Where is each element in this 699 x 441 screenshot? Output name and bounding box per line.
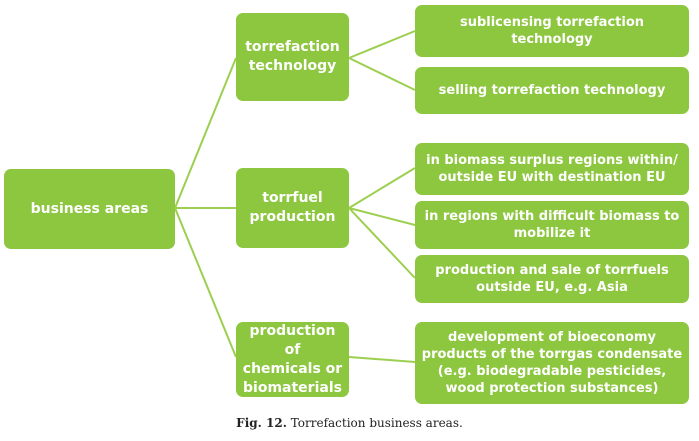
connector-root-to-chemicals	[174, 207, 237, 358]
caption-text: Torrefaction business areas.	[290, 416, 463, 430]
node-chemicals-biomaterials: production of chemicals or biomaterials	[236, 322, 349, 397]
node-business-areas: business areas	[4, 169, 175, 249]
node-torrefaction-technology: torrefaction technology	[236, 13, 349, 101]
node-torrfuel-production: torrfuel production	[236, 168, 349, 248]
node-biomass-surplus-regions: in biomass surplus regions within/ outsi…	[415, 143, 689, 195]
connector-root-to-technology	[174, 57, 237, 209]
node-torrfuel-sale-asia: production and sale of torrfuels outside…	[415, 255, 689, 303]
figure-caption: Fig. 12. Torrefaction business areas.	[0, 416, 699, 430]
connector-torrfuel-to-asia	[348, 207, 416, 279]
caption-number: Fig. 12.	[236, 416, 287, 430]
connector-technology-to-selling	[348, 57, 416, 91]
node-difficult-biomass-regions: in regions with difficult biomass to mob…	[415, 201, 689, 249]
connector-technology-to-sublicensing	[348, 30, 416, 59]
connector-chemicals-to-bioeconomy	[348, 356, 416, 363]
connector-torrfuel-to-surplus	[348, 167, 416, 209]
node-bioeconomy-products: development of bioeconomy products of th…	[415, 322, 689, 404]
node-selling-technology: selling torrefaction technology	[415, 67, 689, 114]
node-sublicensing-technology: sublicensing torrefaction technology	[415, 5, 689, 57]
connector-torrfuel-to-difficult	[348, 207, 416, 226]
